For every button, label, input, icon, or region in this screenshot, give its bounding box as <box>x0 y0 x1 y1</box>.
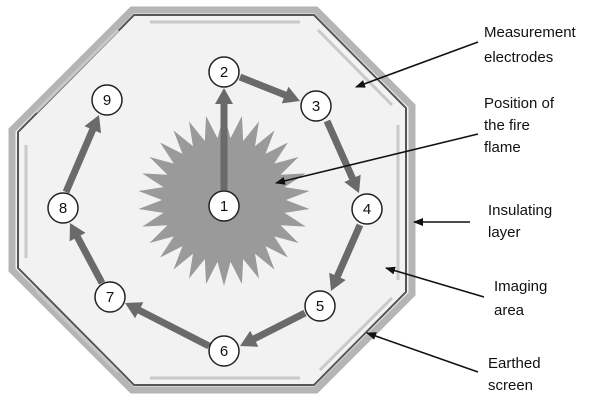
annotation-measurement-line-1: Measurement <box>484 24 577 41</box>
arrow-7-to-8 <box>69 223 106 285</box>
node-4: 4 <box>351 193 383 225</box>
annotation-insulating-line-2: layer <box>488 224 521 241</box>
annotation-arrows <box>275 41 485 373</box>
sequence-arrows <box>62 73 364 350</box>
annotation-imaging: Imaging area <box>494 278 547 319</box>
node-3: 3 <box>300 90 332 122</box>
node-2: 2 <box>208 56 240 88</box>
annotation-imaging-line-1: Imaging <box>494 278 547 295</box>
annotation-insulating: Insulating layer <box>488 202 552 241</box>
measurement-electrodes <box>24 20 400 380</box>
annotation-flame-line-3: flame <box>484 139 521 156</box>
arrow-6-to-7 <box>125 302 211 350</box>
annotation-earthed-line-2: screen <box>488 377 533 394</box>
node-7: 7 <box>94 281 126 313</box>
node-8-label: 8 <box>59 200 67 217</box>
pointer-measurement <box>355 41 479 88</box>
node-5-label: 5 <box>316 298 324 315</box>
annotation-flame-line-2: the fire <box>484 117 530 134</box>
arrow-5-to-6 <box>240 309 307 347</box>
node-9-label: 9 <box>103 92 111 109</box>
electrode-top-right <box>316 28 394 107</box>
node-2-label: 2 <box>220 64 228 81</box>
electrode-top-left <box>34 28 120 114</box>
node-8: 8 <box>47 192 79 224</box>
annotation-measurement: Measurement electrodes <box>484 24 577 66</box>
node-6-label: 6 <box>220 343 228 360</box>
electrode-bottom-left <box>34 288 120 374</box>
node-6: 6 <box>208 335 240 367</box>
electrode-bottom-right <box>318 296 394 372</box>
pointer-earthed <box>366 332 479 373</box>
arrow-4-to-5 <box>329 223 364 291</box>
annotation-earthed: Earthed screen <box>488 355 541 394</box>
pointer-imaging <box>385 266 485 298</box>
pointer-flame <box>275 133 479 185</box>
node-3-label: 3 <box>312 98 320 115</box>
node-4-label: 4 <box>363 201 371 218</box>
annotation-flame-line-1: Position of <box>484 95 555 112</box>
annotation-flame: Position of the fire flame <box>484 95 555 156</box>
arrow-8-to-9 <box>62 115 101 194</box>
node-7-label: 7 <box>106 289 114 306</box>
node-1-label: 1 <box>220 198 228 215</box>
node-1: 1 <box>208 190 240 222</box>
annotation-measurement-line-2: electrodes <box>484 49 553 66</box>
annotation-insulating-line-1: Insulating <box>488 202 552 219</box>
annotation-imaging-line-2: area <box>494 302 525 319</box>
insulating-layer-octagon <box>17 14 407 386</box>
arrow-1-to-2 <box>215 88 233 190</box>
node-5: 5 <box>304 290 336 322</box>
arrow-2-to-3 <box>238 73 300 104</box>
arrow-3-to-4 <box>323 119 361 193</box>
node-9: 9 <box>91 84 123 116</box>
annotation-earthed-line-1: Earthed <box>488 355 541 372</box>
